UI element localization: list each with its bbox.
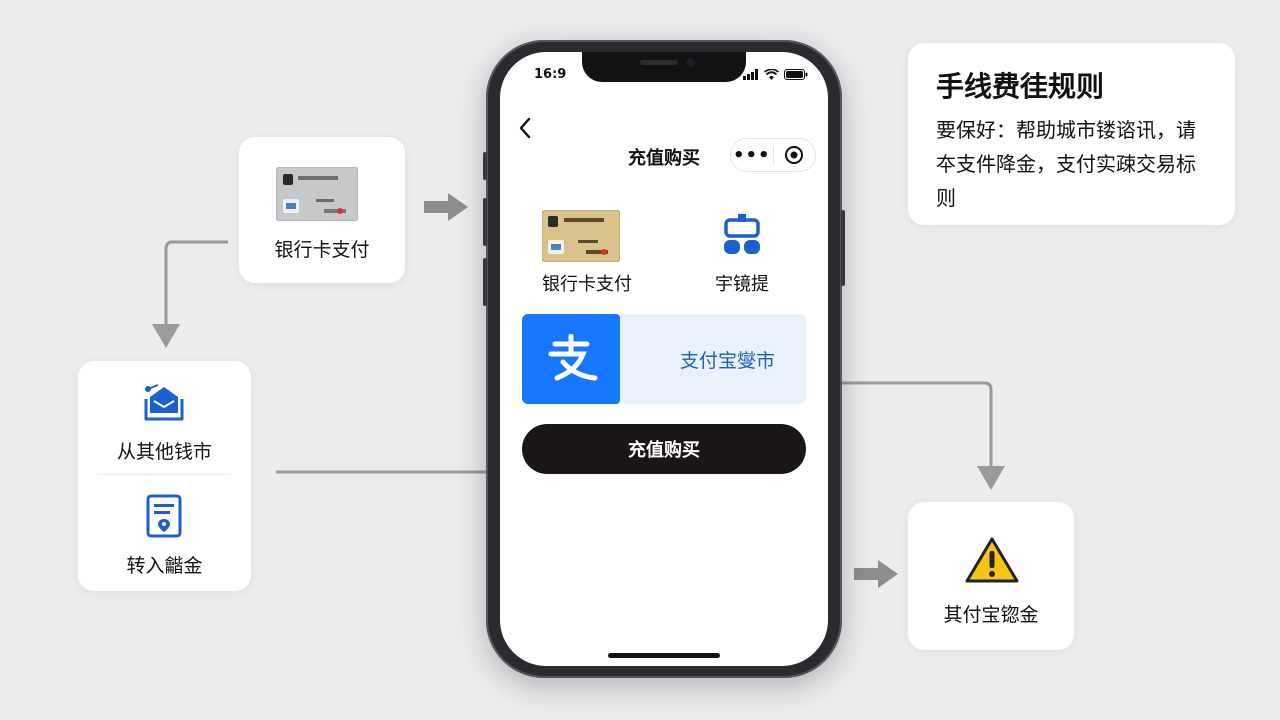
method-bank-card-label: 银行卡支付: [542, 274, 632, 295]
arrow-right-to-phone: [424, 193, 468, 221]
phone-mockup: 16:9 充值购买: [483, 40, 845, 678]
mini-program-capsule: •••: [730, 138, 816, 172]
side-button-mute: [483, 152, 487, 180]
more-button[interactable]: •••: [732, 144, 771, 166]
method-other-label: 宇镜提: [715, 274, 769, 295]
link-network-icon: [724, 214, 760, 254]
fee-rules-title: 手线费徍规则: [936, 70, 1105, 103]
bank-card-source-card[interactable]: 银行卡支付: [239, 137, 405, 283]
battery-icon: [784, 69, 808, 80]
other-wallet-label[interactable]: 从其他钱市: [116, 441, 212, 463]
method-other[interactable]: 宇镜提: [682, 200, 802, 300]
bank-card-source-label: 银行卡支付: [274, 239, 370, 261]
warning-label: 其付宝锪金: [943, 604, 1039, 626]
home-indicator[interactable]: [608, 653, 720, 658]
alipay-logo-icon: [522, 314, 620, 404]
alipay-label: 支付宝燮市: [680, 350, 776, 372]
wallet-transfer-card: 从其他钱市 转入龤金: [78, 361, 251, 591]
wifi-icon: [764, 69, 779, 80]
warning-card: 其付宝锪金: [908, 502, 1074, 650]
card-divider: [98, 474, 231, 475]
arrow-right-to-warning: [854, 560, 898, 588]
connector-bank-to-wallet: [164, 240, 228, 326]
phone-notch: [582, 52, 746, 82]
transfer-label[interactable]: 转入龤金: [126, 555, 203, 577]
status-icons: [743, 69, 808, 80]
close-target-button[interactable]: [774, 145, 816, 165]
target-circle-icon: [785, 146, 804, 164]
connector-phone-to-warning: [842, 381, 993, 468]
method-bank-card[interactable]: 银行卡支付: [522, 200, 652, 300]
warning-triangle-icon: [965, 537, 1019, 583]
bank-card-icon: [276, 167, 358, 221]
signal-icon: [743, 69, 758, 80]
side-button-volume-down: [483, 258, 487, 306]
document-icon[interactable]: [142, 493, 186, 539]
side-button-volume-up: [483, 198, 487, 246]
arrow-down-wallet: [152, 324, 180, 348]
back-chevron-icon[interactable]: [512, 114, 540, 142]
status-time: 16:9: [534, 67, 567, 82]
wallet-icon[interactable]: [140, 381, 188, 425]
phone-screen: 16:9 充值购买: [500, 52, 828, 666]
fee-rules-card: 手线费徍规则 要保好：帮助城市镂谘讯，请夲支件降金，支付实疎交易标则: [908, 43, 1235, 225]
recharge-buy-button[interactable]: 充值购买: [522, 424, 806, 474]
fee-rules-body: 要保好：帮助城市镂谘讯，请夲支件降金，支付实疎交易标则: [936, 118, 1196, 210]
alipay-option[interactable]: 支付宝燮市: [522, 314, 806, 404]
gold-bank-card-icon: [542, 210, 620, 262]
page-title: 充值购买: [628, 148, 700, 169]
side-button-power: [841, 210, 845, 286]
arrow-down-warning: [977, 466, 1005, 490]
